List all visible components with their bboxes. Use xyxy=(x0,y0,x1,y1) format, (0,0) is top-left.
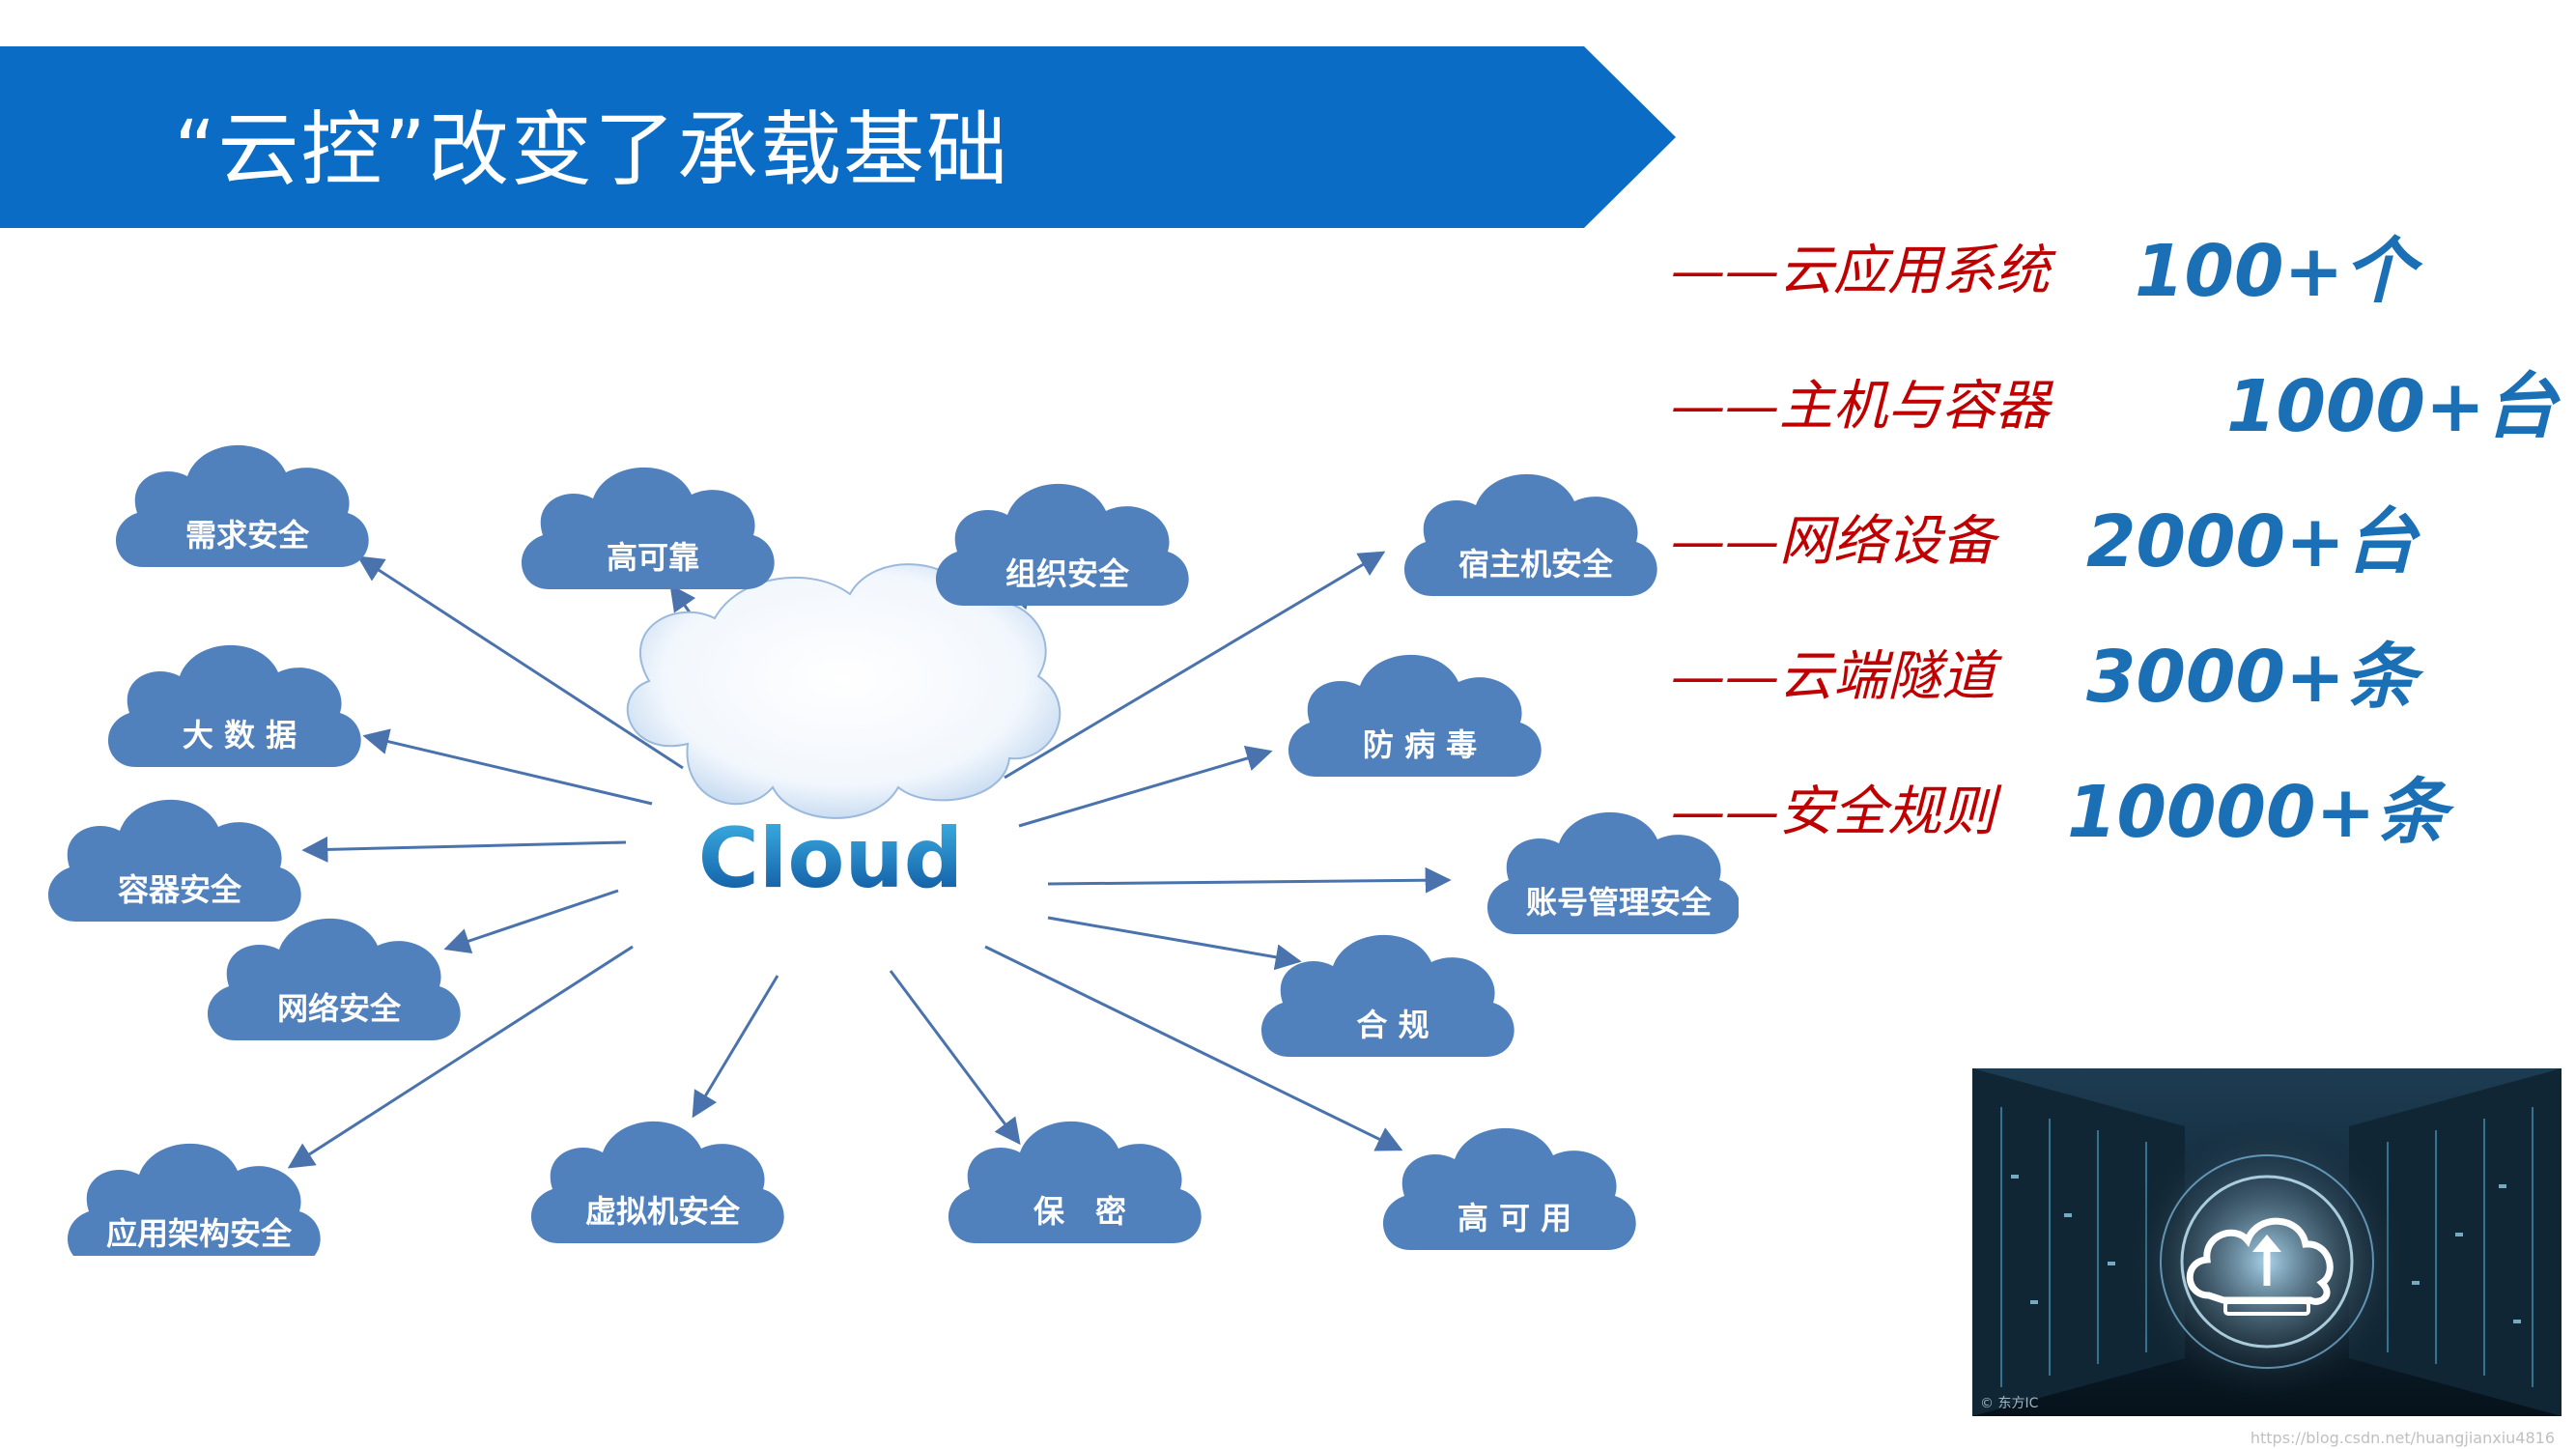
cloud-node-gaokekao: 高可靠 xyxy=(521,467,775,589)
arrow-to-zhanghao xyxy=(1047,867,1452,894)
cloud-node-label: 保 密 xyxy=(1033,1193,1126,1230)
cloud-node-wangluo: 网络安全 xyxy=(207,918,461,1040)
cloud-node-fangbingdu: 防 病 毒 xyxy=(1288,654,1542,777)
page-title: “云控”改变了承载基础 xyxy=(174,102,1010,197)
cloud-node-hegui: 合 规 xyxy=(1260,934,1514,1057)
cloud-node-label: 防 病 毒 xyxy=(1363,726,1477,763)
datacenter-photo: © 东方IC xyxy=(1972,1068,2562,1416)
cloud-node-zuzhi: 组织安全 xyxy=(935,483,1189,606)
cloud-node-label: 应用架构安全 xyxy=(106,1215,293,1252)
stat-row-1: ——云应用系统 100+个 xyxy=(1671,227,2540,343)
cloud-node-zhanghao: 账号管理安全 xyxy=(1486,811,1739,934)
cloud-shape xyxy=(1486,811,1739,934)
cloud-node-label: 宿主机安全 xyxy=(1458,546,1614,582)
cloud-node-label: 高可靠 xyxy=(607,539,699,576)
arrow-to-baomi xyxy=(889,970,1021,1146)
stat-value: 10000+条 xyxy=(2067,771,2448,854)
cloud-node-xuniji: 虚拟机安全 xyxy=(530,1121,784,1243)
cloud-node-gaokeyong: 高 可 用 xyxy=(1382,1127,1636,1250)
watermark: https://blog.csdn.net/huangjianxiu4816 xyxy=(2250,1429,2555,1447)
stat-value: 3000+条 xyxy=(2086,636,2417,719)
arrow-to-wangluo xyxy=(443,889,619,954)
cloud-node-label: 高 可 用 xyxy=(1458,1200,1571,1236)
cloud-node-label: 容器安全 xyxy=(118,871,242,908)
cloud-shape xyxy=(1288,654,1542,777)
stat-row-4: ——云端隧道 3000+条 xyxy=(1671,633,2540,749)
stat-label: ——安全规则 xyxy=(1671,781,1996,843)
cloud-upload-icon xyxy=(2186,1217,2334,1316)
arrow-to-hegui xyxy=(1047,916,1302,971)
cloud-shape xyxy=(1260,934,1514,1057)
cloud-node-label: 合 规 xyxy=(1356,1007,1429,1043)
cloud-node-dashuju: 大 数 据 xyxy=(107,644,361,767)
stat-label: ——主机与容器 xyxy=(1671,375,2050,438)
cloud-node-label: 虚拟机安全 xyxy=(585,1193,741,1230)
stat-row-5: ——安全规则 10000+条 xyxy=(1671,768,2540,884)
arrow-to-suzhuji xyxy=(1004,551,1386,780)
stat-row-2: ——主机与容器 1000+台 xyxy=(1671,362,2557,478)
cloud-node-label: 组织安全 xyxy=(1005,555,1130,592)
datacenter-illustration xyxy=(1972,1068,2562,1416)
arrow-to-xuniji xyxy=(692,975,779,1119)
arrow-to-fangbingdu xyxy=(1018,745,1273,828)
stat-row-3: ——网络设备 2000+台 xyxy=(1671,497,2540,613)
cloud-shape xyxy=(1382,1127,1636,1250)
stat-label: ——网络设备 xyxy=(1671,510,1996,573)
cloud-node-baomi: 保 密 xyxy=(948,1121,1202,1243)
arrow-to-dashuju xyxy=(362,728,653,806)
cloud-shape xyxy=(521,467,775,589)
arrow-to-gaokeyong xyxy=(984,945,1403,1151)
cloud-shape xyxy=(935,483,1189,606)
cloud-node-yingyong: 应用架构安全 xyxy=(67,1143,321,1256)
stat-value: 100+个 xyxy=(2135,230,2416,313)
cloud-shape xyxy=(47,799,301,922)
cloud-shape xyxy=(207,918,461,1040)
stat-label: ——云端隧道 xyxy=(1671,645,1996,708)
cloud-shape xyxy=(67,1143,321,1256)
stat-value: 1000+台 xyxy=(2226,365,2557,448)
cloud-node-rongqi: 容器安全 xyxy=(47,799,301,922)
cloud-node-suzhuji: 宿主机安全 xyxy=(1403,473,1657,596)
cloud-shape xyxy=(115,444,369,567)
stat-value: 2000+台 xyxy=(2086,500,2417,583)
cloud-shape xyxy=(107,644,361,767)
cloud-node-label: 大 数 据 xyxy=(183,717,297,753)
center-cloud: Cloud xyxy=(626,563,1062,907)
cloud-node-label: 需求安全 xyxy=(185,517,310,554)
cloud-shape xyxy=(1403,473,1657,596)
cloud-shape xyxy=(948,1121,1202,1243)
photo-credit: © 东方IC xyxy=(1980,1396,2039,1411)
arrow-to-yingyong xyxy=(287,945,634,1169)
cloud-shape xyxy=(530,1121,784,1243)
cloud-node-label: 账号管理安全 xyxy=(1526,884,1713,921)
cloud-node-label: 网络安全 xyxy=(277,990,402,1027)
cloud-node-xuqiu: 需求安全 xyxy=(115,444,369,567)
stat-label: ——云应用系统 xyxy=(1671,240,2050,302)
arrow-to-rongqi xyxy=(301,836,627,863)
title-banner xyxy=(0,46,1676,228)
center-cloud-label: Cloud xyxy=(698,810,963,907)
arrow-to-xuqiu xyxy=(356,555,684,770)
